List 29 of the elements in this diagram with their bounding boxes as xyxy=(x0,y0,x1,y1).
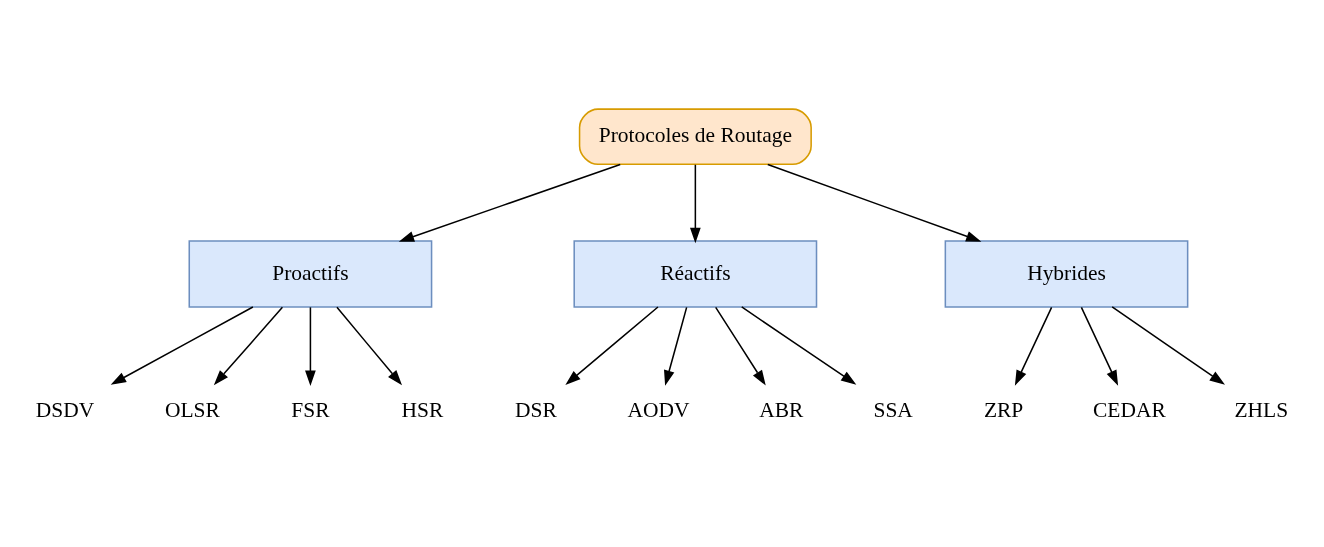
arrow xyxy=(398,163,621,242)
arrow xyxy=(767,163,982,242)
node-text: SSA xyxy=(873,397,913,422)
node-text: CEDAR xyxy=(1092,397,1166,422)
node-text: DSR xyxy=(514,397,557,422)
node-text: OLSR xyxy=(164,397,220,422)
node-box: Proactifs xyxy=(188,239,433,308)
node-text: ZRP xyxy=(983,397,1024,422)
node-text: DSDV xyxy=(35,397,95,422)
arrow xyxy=(690,163,701,243)
arrow xyxy=(714,306,766,385)
node-text: AODV xyxy=(627,397,690,422)
arrow xyxy=(1111,305,1225,385)
arrow xyxy=(1080,306,1119,386)
arrow xyxy=(1014,306,1053,386)
arrow xyxy=(336,306,403,385)
node-text: ABR xyxy=(759,397,804,422)
arrow xyxy=(664,306,688,386)
arrow xyxy=(565,305,659,385)
node-text: HSR xyxy=(401,397,444,422)
node-box: Hybrides xyxy=(944,239,1189,308)
node-text: ZHLS xyxy=(1234,397,1289,422)
node-text: FSR xyxy=(291,397,330,422)
node-box: Protocoles de Routage xyxy=(578,107,812,165)
arrow xyxy=(305,306,316,386)
arrow xyxy=(110,305,254,385)
arrow xyxy=(213,306,284,385)
arrow xyxy=(740,305,857,385)
node-box: Réactifs xyxy=(573,239,818,308)
